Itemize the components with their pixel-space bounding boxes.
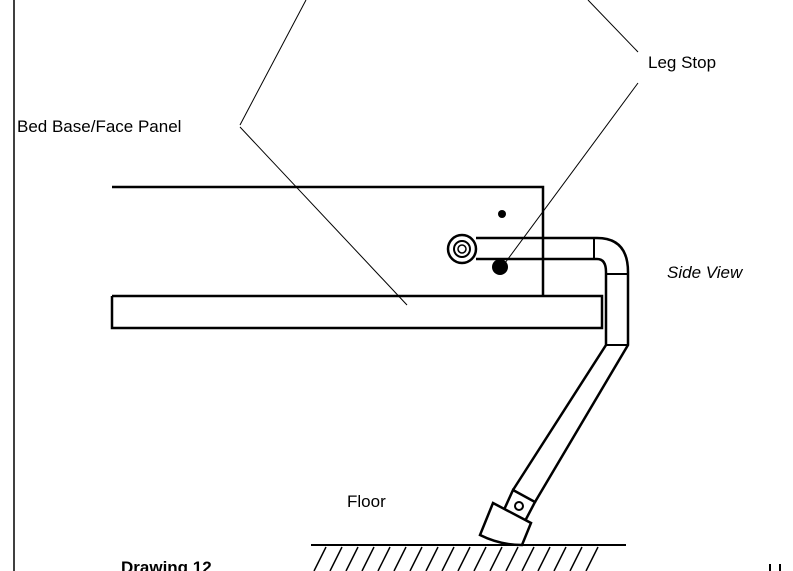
leg-stop-leader (504, 82, 639, 264)
bed-base-leader (239, 126, 408, 306)
drawing-caption: Drawing 12 (121, 558, 212, 571)
face-panel-flange (110, 294, 604, 330)
pivot-bolt-mid (453, 240, 471, 258)
mount-hole (498, 210, 506, 218)
corner-mark (769, 564, 781, 571)
leader-line-top-left (239, 0, 307, 126)
floor-hatching (313, 546, 599, 571)
upper-rail (112, 185, 545, 296)
leader-line-top-right (587, 0, 639, 53)
pivot-bolt-outer (446, 233, 478, 265)
side-view-label: Side View (667, 263, 744, 282)
leg-stop (492, 259, 508, 275)
floor-label: Floor (347, 492, 386, 511)
leg-tube-inner (476, 257, 608, 491)
leg-tube-outer (476, 236, 630, 503)
foot-connector-pin (514, 501, 524, 511)
bed-base-label: Bed Base/Face Panel (17, 117, 181, 136)
leg-stop-label: Leg Stop (648, 53, 716, 72)
pivot-bolt-inner (457, 244, 467, 254)
